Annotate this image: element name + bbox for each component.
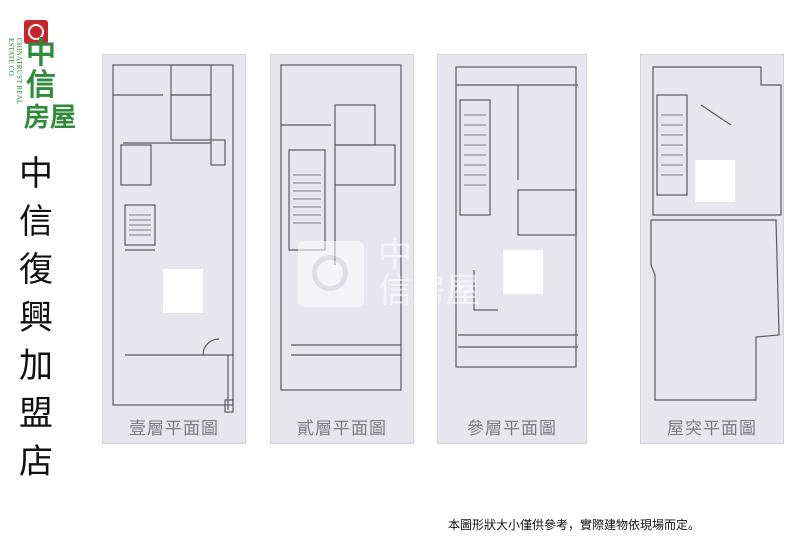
floor-plan-2-drawing xyxy=(280,64,402,391)
store-char: 店 xyxy=(19,442,53,482)
floor-plan-3-drawing xyxy=(455,66,578,368)
store-char: 興 xyxy=(19,298,53,338)
store-char: 信 xyxy=(19,202,53,242)
floor-plan-1: 壹層平面圖 xyxy=(102,54,246,444)
store-name: 中 信 復 興 加 盟 店 xyxy=(14,150,58,486)
floor-plan-2: 貳層平面圖 xyxy=(270,54,414,444)
store-char: 復 xyxy=(19,250,53,290)
logo-char-1: 中 xyxy=(26,36,56,71)
watermark-logo-icon xyxy=(298,241,364,307)
floor-plan-4-drawing xyxy=(650,66,782,401)
floor-plan-1-label: 壹層平面圖 xyxy=(129,419,219,439)
floor-plan-1-drawing xyxy=(112,64,234,413)
logo-english-name: CHINATRUST REAL ESTATE CO. xyxy=(7,38,23,105)
store-char: 中 xyxy=(19,154,53,194)
floor-plan-4-label: 屋突平面圖 xyxy=(667,419,757,439)
logo-char-3: 房屋 xyxy=(24,103,77,133)
floor-plan-2-label: 貳層平面圖 xyxy=(297,419,387,439)
store-char: 加 xyxy=(19,346,53,386)
logo-emblem-icon xyxy=(24,20,48,44)
floor-plan-3: 參層平面圖 xyxy=(437,54,587,444)
store-char: 盟 xyxy=(19,394,53,434)
watermark-text-1: 中 xyxy=(378,235,412,275)
floor-plan-4: 屋突平面圖 xyxy=(640,54,784,444)
company-logo: CHINATRUST REAL ESTATE CO. 中 信 房屋 xyxy=(4,8,90,133)
watermark-text-2: 信房屋 xyxy=(378,271,480,311)
brand-watermark: 中 信房屋 xyxy=(298,237,498,317)
logo-char-2: 信 xyxy=(26,68,56,103)
floor-plan-3-label: 參層平面圖 xyxy=(467,419,557,439)
disclaimer-note: 本圖形狀大小僅供參考，實際建物依現場而定。 xyxy=(448,518,701,532)
